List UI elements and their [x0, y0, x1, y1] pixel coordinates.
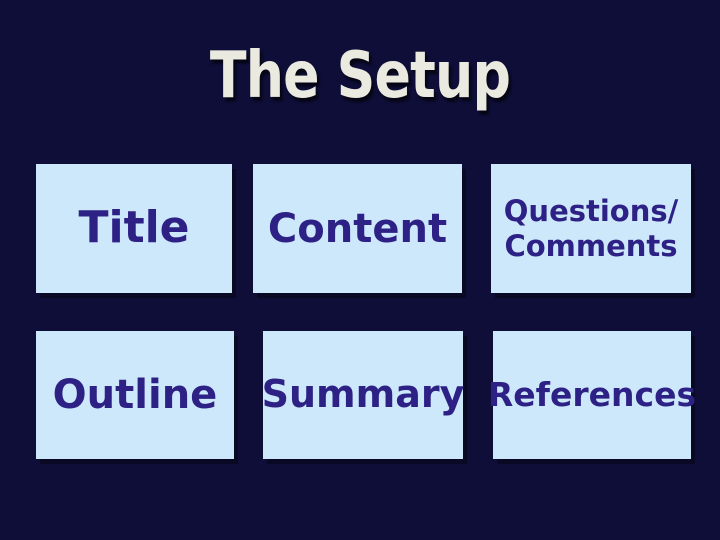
nav-box-references[interactable]: References [488, 331, 696, 459]
nav-box-label: Content [267, 205, 448, 252]
nav-box-outline[interactable]: Outline [36, 331, 234, 459]
nav-box-title[interactable]: Title [36, 164, 232, 293]
nav-box-content[interactable]: Content [253, 164, 462, 293]
nav-box-label: References [487, 375, 697, 415]
slide-title: The Setup [209, 39, 511, 113]
nav-box-label: Questions/ Comments [503, 193, 679, 263]
nav-box-questions-comments[interactable]: Questions/ Comments [491, 164, 691, 293]
nav-box-summary[interactable]: Summary [261, 331, 465, 459]
nav-box-label: Summary [261, 372, 465, 417]
nav-box-label: Outline [52, 372, 218, 418]
nav-box-label: Title [78, 202, 190, 254]
